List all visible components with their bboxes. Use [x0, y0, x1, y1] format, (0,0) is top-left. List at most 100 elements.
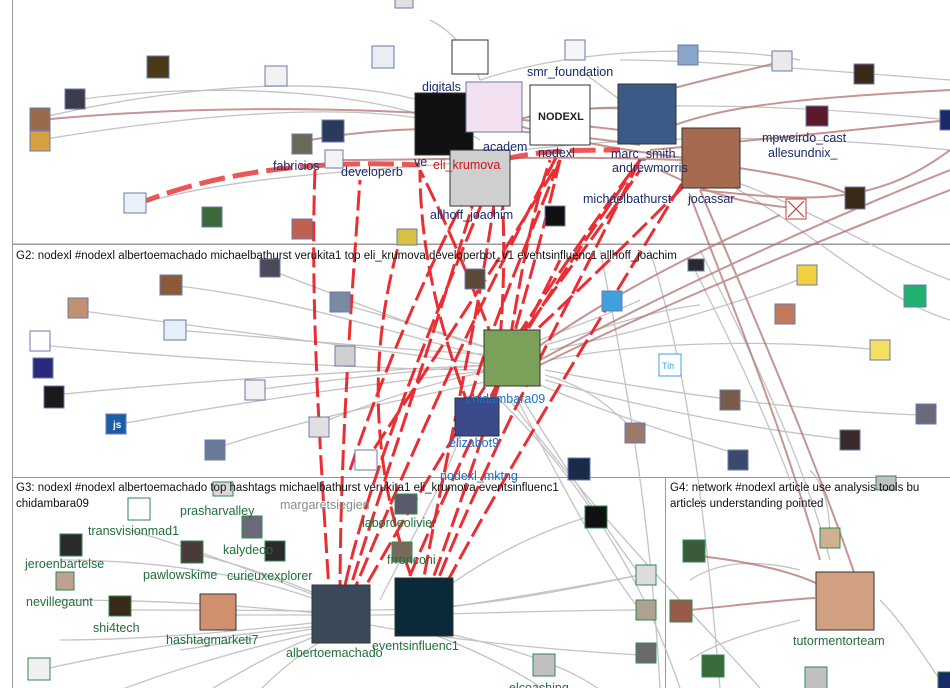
- node-thumb[interactable]: [805, 667, 827, 688]
- node-label: nevillegaunt: [26, 595, 93, 609]
- node-thumb[interactable]: [585, 506, 607, 528]
- node-thumb[interactable]: [816, 572, 874, 630]
- node-thumb[interactable]: [682, 128, 740, 188]
- tih-badge-text: Tih: [662, 361, 674, 371]
- node-label: albertoemachado: [286, 646, 383, 660]
- node-thumb[interactable]: [840, 430, 860, 450]
- node-thumb[interactable]: [678, 45, 698, 65]
- node-thumb[interactable]: [688, 259, 704, 271]
- node-thumb[interactable]: [372, 46, 394, 68]
- node-thumb[interactable]: [625, 423, 645, 443]
- node-thumb[interactable]: [181, 541, 203, 563]
- node-thumb[interactable]: [33, 358, 53, 378]
- node-label: mpweirdo_cast: [762, 131, 847, 145]
- node-thumb[interactable]: [797, 265, 817, 285]
- node-thumb[interactable]: [728, 450, 748, 470]
- group-g4-label: G4: network #nodexl article use analysis…: [670, 482, 919, 494]
- node-thumb[interactable]: [938, 672, 950, 688]
- node-thumb[interactable]: [164, 320, 186, 340]
- node-thumb[interactable]: [636, 565, 656, 585]
- node-thumb[interactable]: [292, 134, 312, 154]
- node-thumb[interactable]: [28, 658, 50, 680]
- node-thumb[interactable]: [670, 600, 692, 622]
- node-thumb[interactable]: [60, 534, 82, 556]
- node-label: pawlowskime: [143, 568, 217, 582]
- node-thumb[interactable]: [565, 40, 585, 60]
- node-thumb[interactable]: [355, 450, 377, 470]
- node-label: frronconi: [387, 553, 436, 567]
- node-thumb[interactable]: [465, 269, 485, 289]
- node-label: elcoaching: [509, 681, 569, 688]
- node-thumb[interactable]: [820, 528, 840, 548]
- node-thumb[interactable]: [683, 540, 705, 562]
- node-thumb[interactable]: [30, 331, 50, 351]
- node-thumb[interactable]: [205, 440, 225, 460]
- node-thumb[interactable]: [109, 596, 131, 616]
- node-thumb[interactable]: [602, 291, 622, 311]
- node-thumb[interactable]: [395, 494, 417, 514]
- node-thumb[interactable]: [415, 93, 473, 155]
- node-thumb[interactable]: [245, 380, 265, 400]
- node-thumb[interactable]: [720, 390, 740, 410]
- node-thumb[interactable]: [854, 64, 874, 84]
- node-thumb[interactable]: [775, 304, 795, 324]
- node-thumb[interactable]: [568, 458, 590, 480]
- node-thumb[interactable]: [395, 0, 413, 8]
- js-badge-text: js: [112, 420, 122, 431]
- node-thumb[interactable]: [636, 643, 656, 663]
- nodexl-logo-text: NODEXL: [538, 111, 584, 123]
- node-thumb[interactable]: [44, 386, 64, 408]
- node-thumb[interactable]: [636, 600, 656, 620]
- node-thumb[interactable]: [618, 84, 676, 144]
- node-thumb[interactable]: [30, 108, 50, 130]
- node-thumb[interactable]: [702, 655, 724, 677]
- node-label: curieuxexplorer: [227, 569, 312, 583]
- node-thumb[interactable]: [65, 89, 85, 109]
- node-thumb[interactable]: [397, 229, 417, 245]
- node-thumb[interactable]: [916, 404, 936, 424]
- node-thumb[interactable]: [940, 110, 950, 130]
- node-label: allesundnix_: [768, 146, 839, 160]
- node-thumb[interactable]: [202, 207, 222, 227]
- node-thumb[interactable]: [395, 578, 453, 636]
- node-thumb[interactable]: [68, 298, 88, 318]
- node-label: chidambara09: [466, 392, 545, 406]
- node-thumb[interactable]: [545, 206, 565, 226]
- group-g3-label-2: chidambara09: [16, 498, 89, 510]
- node-label: elizabot9: [449, 436, 499, 450]
- node-thumb[interactable]: [242, 516, 262, 538]
- node-thumb[interactable]: [160, 275, 182, 295]
- node-thumb[interactable]: [466, 82, 522, 132]
- node-thumb[interactable]: [533, 654, 555, 676]
- node-thumb[interactable]: [845, 187, 865, 209]
- node-thumb[interactable]: [124, 193, 146, 213]
- node-thumb[interactable]: [484, 330, 540, 386]
- node-thumb[interactable]: [330, 292, 350, 312]
- node-thumb[interactable]: [128, 498, 150, 520]
- node-thumb[interactable]: [265, 66, 287, 86]
- node-thumb[interactable]: [309, 417, 329, 437]
- node-thumb[interactable]: [335, 346, 355, 366]
- node-thumb[interactable]: [147, 56, 169, 78]
- node-thumb[interactable]: [56, 572, 74, 590]
- node-thumb[interactable]: [904, 285, 926, 307]
- node-thumb[interactable]: [200, 594, 236, 630]
- node-label: transvisionmad1: [88, 524, 179, 538]
- node-label: prasharvalley: [180, 504, 255, 518]
- node-thumb[interactable]: [806, 106, 828, 126]
- node-thumb[interactable]: [452, 40, 488, 74]
- node-label: eli_krumova: [433, 158, 500, 172]
- node-label: academ: [483, 140, 527, 154]
- node-label: nodexl: [538, 146, 575, 160]
- group-g4-label-2: articles understanding pointed: [670, 498, 823, 510]
- node-thumb[interactable]: [322, 120, 344, 142]
- node-thumb[interactable]: [292, 219, 312, 239]
- node-thumb[interactable]: [30, 131, 50, 151]
- node-thumb[interactable]: [772, 51, 792, 71]
- node-thumb[interactable]: [312, 585, 370, 643]
- node-label: marc_smith: [611, 147, 676, 161]
- node-thumb[interactable]: [870, 340, 890, 360]
- node-label: digitals: [422, 80, 461, 94]
- node-label: developerb: [341, 165, 403, 179]
